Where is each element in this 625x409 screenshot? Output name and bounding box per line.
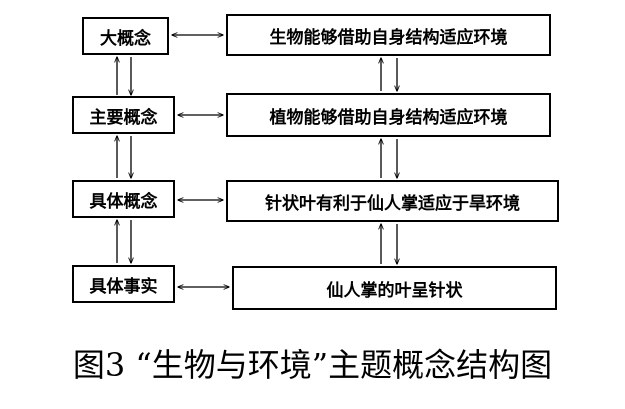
horizontal-connectors <box>172 35 229 287</box>
content-box-specific-concept: 针状叶有利于仙人掌适应于旱环境 <box>226 180 559 222</box>
content-text-specific-fact: 仙人掌的叶呈针状 <box>326 280 463 301</box>
level-box-main-concept: 主要概念 <box>72 96 175 134</box>
content-box-big-concept: 生物能够借助自身结构适应环境 <box>226 14 551 56</box>
left-vertical-connectors <box>117 57 131 263</box>
level-box-big-concept: 大概念 <box>82 17 169 55</box>
level-box-specific-concept: 具体概念 <box>72 180 175 218</box>
right-vertical-connectors <box>381 58 397 264</box>
content-text-specific-concept: 针状叶有利于仙人掌适应于旱环境 <box>265 193 520 214</box>
level-label-specific-fact: 具体事实 <box>89 276 158 297</box>
content-box-main-concept: 植物能够借助自身结构适应环境 <box>226 93 551 137</box>
level-box-specific-fact: 具体事实 <box>72 265 175 303</box>
content-text-main-concept: 植物能够借助自身结构适应环境 <box>269 107 508 128</box>
level-label-big-concept: 大概念 <box>100 28 151 49</box>
figure-caption: 图3 “生物与环境”主题概念结构图 <box>72 346 553 384</box>
level-label-specific-concept: 具体概念 <box>89 191 158 212</box>
content-box-specific-fact: 仙人掌的叶呈针状 <box>232 266 557 310</box>
level-label-main-concept: 主要概念 <box>89 107 158 128</box>
content-text-big-concept: 生物能够借助自身结构适应环境 <box>269 27 508 48</box>
